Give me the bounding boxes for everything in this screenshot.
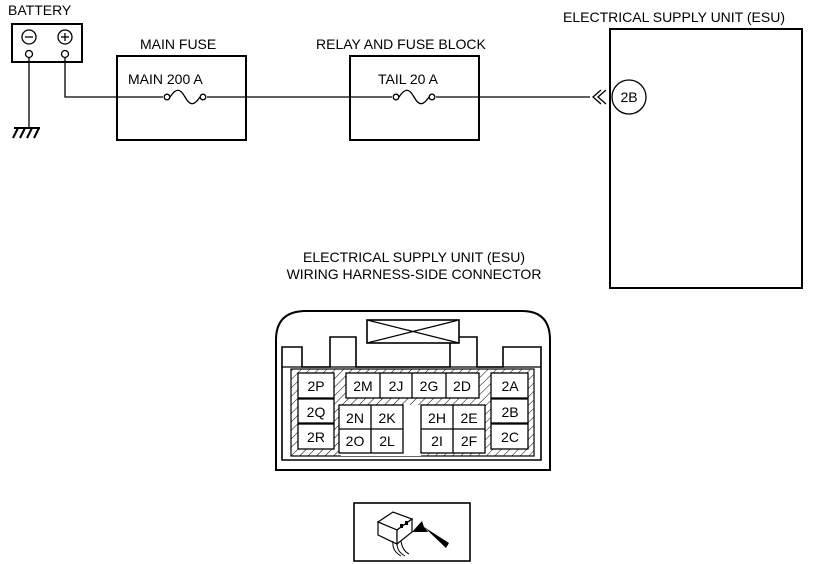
battery-positive-icon <box>57 29 73 45</box>
pin-2O: 2O <box>346 433 365 449</box>
pin-group-right: 2A 2B 2C <box>490 372 529 450</box>
pin-2L: 2L <box>379 433 395 449</box>
pin-2F: 2F <box>461 433 477 449</box>
pin-2B: 2B <box>501 404 518 420</box>
connector-title-line1: ELECTRICAL SUPPLY UNIT (ESU) <box>303 249 525 265</box>
pin-2Q: 2Q <box>307 404 326 420</box>
pin-2H: 2H <box>428 410 446 426</box>
connector-chevron-icon <box>592 89 607 105</box>
pin-2K: 2K <box>378 410 396 426</box>
pin-2E: 2E <box>460 410 477 426</box>
pin-group-left: 2P 2Q 2R <box>297 372 335 450</box>
battery-label: BATTERY <box>8 2 72 18</box>
pin-2G: 2G <box>420 378 439 394</box>
connector-face: 2P 2Q 2R 2M 2J 2G 2D 2N 2K 2O 2L <box>275 310 551 471</box>
relay-block-label: RELAY AND FUSE BLOCK <box>316 36 487 52</box>
harness-side-view-icon <box>353 502 471 562</box>
pin-group-top: 2M 2J 2G 2D <box>345 372 480 399</box>
tail-fuse-rating: TAIL 20 A <box>378 71 439 87</box>
pin-2J: 2J <box>389 378 404 394</box>
pin-2M: 2M <box>353 378 372 394</box>
tail-fuse-icon <box>392 89 436 105</box>
pin-2C: 2C <box>501 429 519 445</box>
main-fuse-label: MAIN FUSE <box>140 36 216 52</box>
pin-2P: 2P <box>307 378 324 394</box>
battery-positive-post <box>60 49 70 59</box>
main-fuse: MAIN 200 A <box>116 55 247 141</box>
battery-negative-icon <box>21 29 37 45</box>
main-fuse-icon <box>163 89 207 105</box>
main-fuse-rating: MAIN 200 A <box>128 71 203 87</box>
esu-terminal: 2B <box>611 79 647 115</box>
pin-group-center-left: 2N 2K 2O 2L <box>338 404 404 454</box>
esu-terminal-label: 2B <box>620 89 637 105</box>
esu-label: ELECTRICAL SUPPLY UNIT (ESU) <box>563 9 785 25</box>
ground-icon <box>12 58 40 139</box>
relay-fuse-block: TAIL 20 A <box>349 55 480 141</box>
pin-2N: 2N <box>346 410 364 426</box>
battery-negative-post <box>24 49 34 59</box>
pin-2A: 2A <box>501 378 519 394</box>
battery <box>11 23 83 63</box>
pin-group-center-right: 2H 2E 2I 2F <box>420 404 486 454</box>
pin-2D: 2D <box>453 378 471 394</box>
esu-box <box>609 28 803 289</box>
connector-lock-tab <box>366 319 460 344</box>
pin-2I: 2I <box>431 433 443 449</box>
connector-title-line2: WIRING HARNESS-SIDE CONNECTOR <box>287 266 542 282</box>
pin-2R: 2R <box>307 429 325 445</box>
